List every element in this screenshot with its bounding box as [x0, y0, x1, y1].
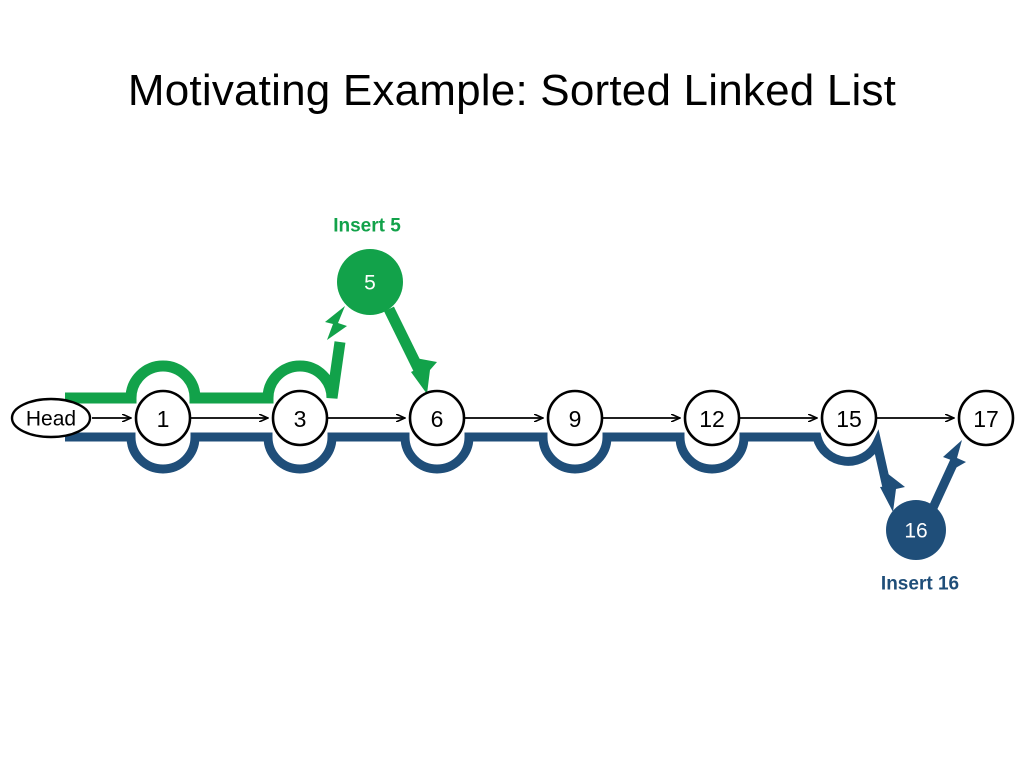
head-label: Head [26, 408, 76, 431]
green-arrowhead-into-5 [325, 306, 347, 340]
insert-node-5[interactable]: 5 [337, 249, 403, 315]
insert-5-caption: Insert 5 [333, 216, 401, 237]
green-insert-arrow-to-6 [384, 306, 437, 394]
head-node[interactable]: Head [10, 397, 92, 439]
node-circle [271, 389, 329, 447]
list-node-15[interactable]: 15 [820, 389, 878, 447]
node-value-label: 12 [699, 406, 725, 432]
list-node-12[interactable]: 12 [683, 389, 741, 447]
green-path-line [65, 341, 346, 404]
node-value-label: 15 [836, 406, 862, 432]
blue-path-line [65, 429, 893, 493]
insert-16-caption: Insert 16 [881, 574, 959, 595]
list-node-3[interactable]: 3 [271, 389, 329, 447]
blue-traversal-path [65, 429, 905, 512]
node-circle [134, 389, 192, 447]
node-value-label: 6 [431, 406, 444, 432]
list-node-17[interactable]: 17 [957, 389, 1015, 447]
insert-node-circle [337, 249, 403, 315]
insert-node-value-label: 16 [904, 520, 927, 543]
node-value-label: 9 [569, 406, 582, 432]
node-circle [683, 389, 741, 447]
node-circle [820, 389, 878, 447]
list-node-9[interactable]: 9 [546, 389, 604, 447]
node-value-label: 1 [157, 406, 170, 432]
page-title: Motivating Example: Sorted Linked List [127, 66, 897, 115]
node-circle [546, 389, 604, 447]
insert-node-value-label: 5 [364, 272, 376, 295]
list-node-6[interactable]: 6 [408, 389, 466, 447]
green-arrowhead-into-6 [410, 357, 437, 394]
node-circle [408, 389, 466, 447]
head-ellipse [10, 397, 92, 439]
node-circle [957, 389, 1015, 447]
blue-insert-arrow-to-17 [927, 440, 966, 512]
list-node-1[interactable]: 1 [134, 389, 192, 447]
blue-arrowhead-into-17 [943, 440, 966, 474]
insert-node-circle [886, 500, 946, 560]
node-value-label: 3 [294, 406, 307, 432]
blue-arrowhead-into-16 [880, 470, 905, 512]
insert-node-16[interactable]: 16 [886, 500, 946, 560]
node-value-label: 17 [973, 406, 999, 432]
green-traversal-path [65, 306, 347, 404]
